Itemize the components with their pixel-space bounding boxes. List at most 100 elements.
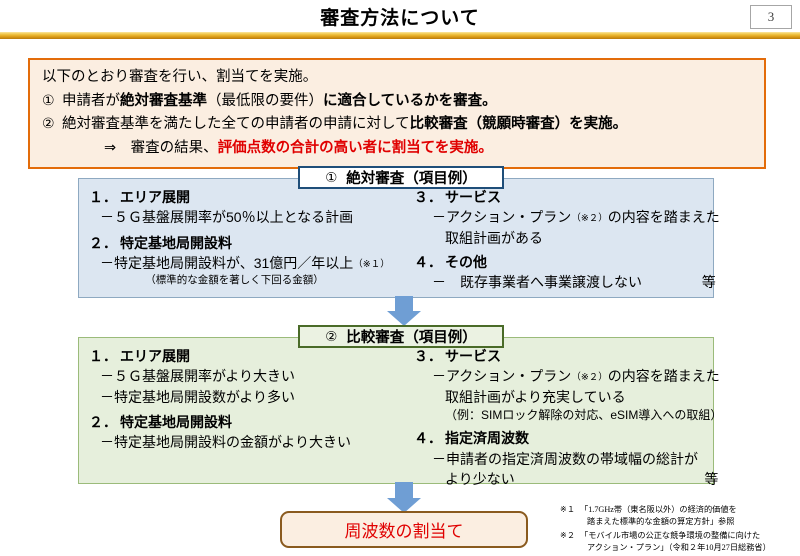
footnote-1-line-2: 踏まえた標準的な金額の算定方針」参照	[587, 516, 735, 526]
intro-item-1-marker: ①	[42, 91, 55, 108]
abs-group-4-number: ４．	[414, 253, 442, 270]
cmp-group-3-bullet-1-tail: の内容を踏まえた	[607, 368, 720, 385]
result-allocation-box: 周波数の割当て	[280, 511, 528, 548]
arrow-down-to-comparative-stem	[395, 296, 413, 311]
abs-group-4-bullet-1: － 既存事業者へ事業譲渡しない 等	[414, 272, 720, 292]
cmp-group-4-bullet-2: より少ない 等	[414, 469, 722, 489]
panel-comparative-left-column: １．エリア展開 －５Ｇ基盤展開率がより大きい －特定基地局開設数がより多い ２．…	[89, 346, 414, 477]
cmp-group-3-number: ３．	[414, 348, 442, 364]
intro-item-2-plain-1: 絶対審査基準を満たした全ての申請者の申請に対して	[62, 116, 410, 133]
arrow-down-to-comparative	[387, 296, 421, 326]
cmp-group-4-bullet-1: －申請者の指定済周波数の帯域幅の総計が	[432, 450, 698, 467]
footnote-2-body: 「モバイル市場の公正な競争環境の整備に向けた アクション・プラン」（令和２年10…	[580, 530, 798, 554]
abs-etc-label: 等	[701, 274, 716, 291]
abs-group-2-number: ２．	[89, 234, 117, 251]
cmp-group-1-number: １．	[89, 348, 117, 364]
footnote-1-mark: ※１	[560, 505, 576, 514]
intro-item-2-bold-1: 比較審査（競願時審査）	[409, 116, 570, 133]
footnote-2-mark: ※２	[560, 530, 576, 540]
tab-absolute-review-number: ①	[325, 169, 338, 185]
panel-absolute-review: １．エリア展開 －５Ｇ基盤展開率が50％以上となる計画 ２．特定基地局開設料 －…	[78, 178, 720, 298]
cmp-group-3-title: サービス	[445, 348, 501, 364]
arrow-down-to-result-head	[387, 498, 421, 513]
abs-group-2-bullet-1-ref: （※１）	[353, 258, 390, 270]
abs-group-2-title: 特定基地局開設料	[120, 234, 232, 251]
intro-conclusion: ⇒ 審査の結果、評価点数の合計の高い者に割当てを実施。	[42, 137, 752, 159]
footnote-2-line-2: アクション・プラン」（令和２年10月27日総務省）	[587, 542, 771, 552]
footnote-1: ※１ 「1.7GHz帯（東名阪以外）の経済的価値を 踏まえた標準的な金額の算定方…	[560, 504, 798, 528]
abs-group-3-bullet-2: 取組計画がある	[445, 229, 543, 246]
cmp-group-3-bullet-2: 取組計画がより充実している	[445, 388, 626, 405]
abs-group-3-number: ３．	[414, 189, 442, 205]
title-divider-rule	[0, 32, 800, 39]
cmp-group-3-bullet-1: －アクション・プラン（※２）の内容を踏まえた	[414, 366, 722, 386]
footnote-1-body: 「1.7GHz帯（東名阪以外）の経済的価値を 踏まえた標準的な金額の算定方針」参…	[580, 504, 798, 528]
intro-lead-text: 以下のとおり審査を行い、割当てを実施。	[42, 69, 318, 85]
tab-comparative-review: ② 比較審査（項目例）	[298, 325, 504, 348]
cmp-group-1-title: エリア展開	[120, 348, 190, 364]
cmp-etc-label: 等	[704, 470, 719, 487]
footnote-1-line-1: 「1.7GHz帯（東名阪以外）の経済的価値を	[580, 505, 737, 514]
cmp-group-4-heading: ４．指定済周波数	[414, 428, 722, 448]
intro-conclusion-highlight: 評価点数の合計の高い者に割当てを実施。	[217, 139, 493, 156]
cmp-group-4-bullet-2-text: より少ない	[445, 470, 515, 487]
cmp-group-1-bullet-1: －５Ｇ基盤展開率がより大きい	[100, 368, 296, 385]
abs-group-2-heading: ２．特定基地局開設料	[89, 233, 414, 253]
intro-item-1-bold-1: 絶対審査基準	[120, 92, 207, 109]
cmp-group-3-bullet-1-text: －アクション・プラン	[432, 368, 572, 385]
panel-absolute-left-column: １．エリア展開 －５Ｇ基盤展開率が50％以上となる計画 ２．特定基地局開設料 －…	[89, 187, 414, 291]
intro-item-2: ② 絶対審査基準を満たした全ての申請者の申請に対して比較審査（競願時審査）を実施…	[42, 113, 752, 135]
intro-conclusion-prefix: ⇒ 審査の結果、	[104, 139, 218, 156]
abs-group-1-title: エリア展開	[120, 189, 190, 205]
intro-summary-box: 以下のとおり審査を行い、割当てを実施。 ① 申請者が絶対審査基準（最低限の要件）…	[28, 58, 766, 170]
abs-group-3-bullet-1-text: －アクション・プラン	[432, 209, 572, 226]
abs-group-3-title: サービス	[445, 189, 501, 205]
cmp-group-3-example: （例：SIMロック解除の対応、eSIM導入への取組）	[445, 407, 723, 422]
cmp-group-2-number: ２．	[89, 413, 117, 430]
arrow-down-to-result	[387, 482, 421, 513]
abs-group-2-bullet-1-text: －特定基地局開設料が、31億円／年以上	[100, 254, 354, 271]
cmp-group-3-bullet-1-ref: （※２）	[571, 372, 608, 384]
page-title: 審査方法について	[320, 8, 480, 29]
tab-absolute-review-label: 絶対審査（項目例）	[346, 171, 477, 187]
intro-item-2-bold-2: を実施。	[569, 116, 628, 133]
footnotes-block: ※１ 「1.7GHz帯（東名阪以外）の経済的価値を 踏まえた標準的な金額の算定方…	[560, 504, 798, 556]
abs-group-3-bullet-1: －アクション・プラン（※２）の内容を踏まえた	[414, 207, 720, 227]
abs-group-2-bullet-1: －特定基地局開設料が、31億円／年以上（※１）	[89, 253, 414, 273]
page-number-badge: 3	[750, 5, 792, 29]
abs-group-3-bullet-1-tail: の内容を踏まえた	[607, 209, 720, 226]
abs-group-3-bullet-1-ref: （※２）	[571, 213, 608, 225]
cmp-group-2-heading: ２．特定基地局開設料	[89, 412, 414, 432]
abs-group-3-heading: ３．サービス	[414, 187, 720, 207]
abs-group-1-bullet-1: －５Ｇ基盤展開率が50％以上となる計画	[100, 209, 354, 226]
arrow-down-to-result-stem	[395, 482, 413, 498]
tab-absolute-review: ① 絶対審査（項目例）	[298, 166, 504, 189]
abs-group-4-title: その他	[445, 253, 487, 270]
abs-group-2-subnote: （標準的な金額を著しく下回る金額）	[145, 274, 324, 287]
cmp-group-2-title: 特定基地局開設料	[120, 413, 232, 430]
panel-absolute-right-column: ３．サービス －アクション・プラン（※２）の内容を踏まえた 取組計画がある ４．…	[414, 187, 720, 291]
cmp-group-2-bullet-1: －特定基地局開設料の金額がより大きい	[100, 434, 352, 451]
intro-item-2-marker: ②	[42, 115, 55, 132]
tab-comparative-review-number: ②	[325, 328, 338, 344]
arrow-down-to-comparative-head	[387, 311, 421, 326]
abs-group-4-heading: ４．その他	[414, 252, 720, 272]
intro-item-1-plain-2: （最低限の要件）	[207, 92, 323, 109]
intro-item-2-text: 絶対審査基準を満たした全ての申請者の申請に対して比較審査（競願時審査）を実施。	[62, 113, 752, 135]
slide-header: 審査方法について 3	[0, 0, 800, 39]
footnote-2: ※２ 「モバイル市場の公正な競争環境の整備に向けた アクション・プラン」（令和２…	[560, 530, 798, 554]
intro-item-1-bold-2: に適合しているかを審査。	[323, 92, 497, 109]
intro-item-1-text: 申請者が絶対審査基準（最低限の要件）に適合しているかを審査。	[62, 90, 752, 112]
intro-item-1-plain-1: 申請者が	[62, 92, 120, 109]
cmp-group-1-bullet-2: －特定基地局開設数がより多い	[100, 388, 296, 405]
cmp-group-4-title: 指定済周波数	[445, 430, 529, 447]
abs-group-1-number: １．	[89, 189, 117, 205]
panel-comparative-review: １．エリア展開 －５Ｇ基盤展開率がより大きい －特定基地局開設数がより多い ２．…	[78, 337, 722, 487]
abs-group-1-heading: １．エリア展開	[89, 187, 414, 207]
cmp-group-4-number: ４．	[414, 430, 442, 447]
abs-group-4-bullet-1-text: － 既存事業者へ事業譲渡しない	[432, 274, 642, 291]
cmp-group-1-heading: １．エリア展開	[89, 346, 414, 366]
panel-comparative-columns: １．エリア展開 －５Ｇ基盤展開率がより大きい －特定基地局開設数がより多い ２．…	[89, 346, 722, 487]
footnote-2-line-1: 「モバイル市場の公正な競争環境の整備に向けた	[580, 530, 761, 540]
cmp-group-3-heading: ３．サービス	[414, 346, 722, 366]
